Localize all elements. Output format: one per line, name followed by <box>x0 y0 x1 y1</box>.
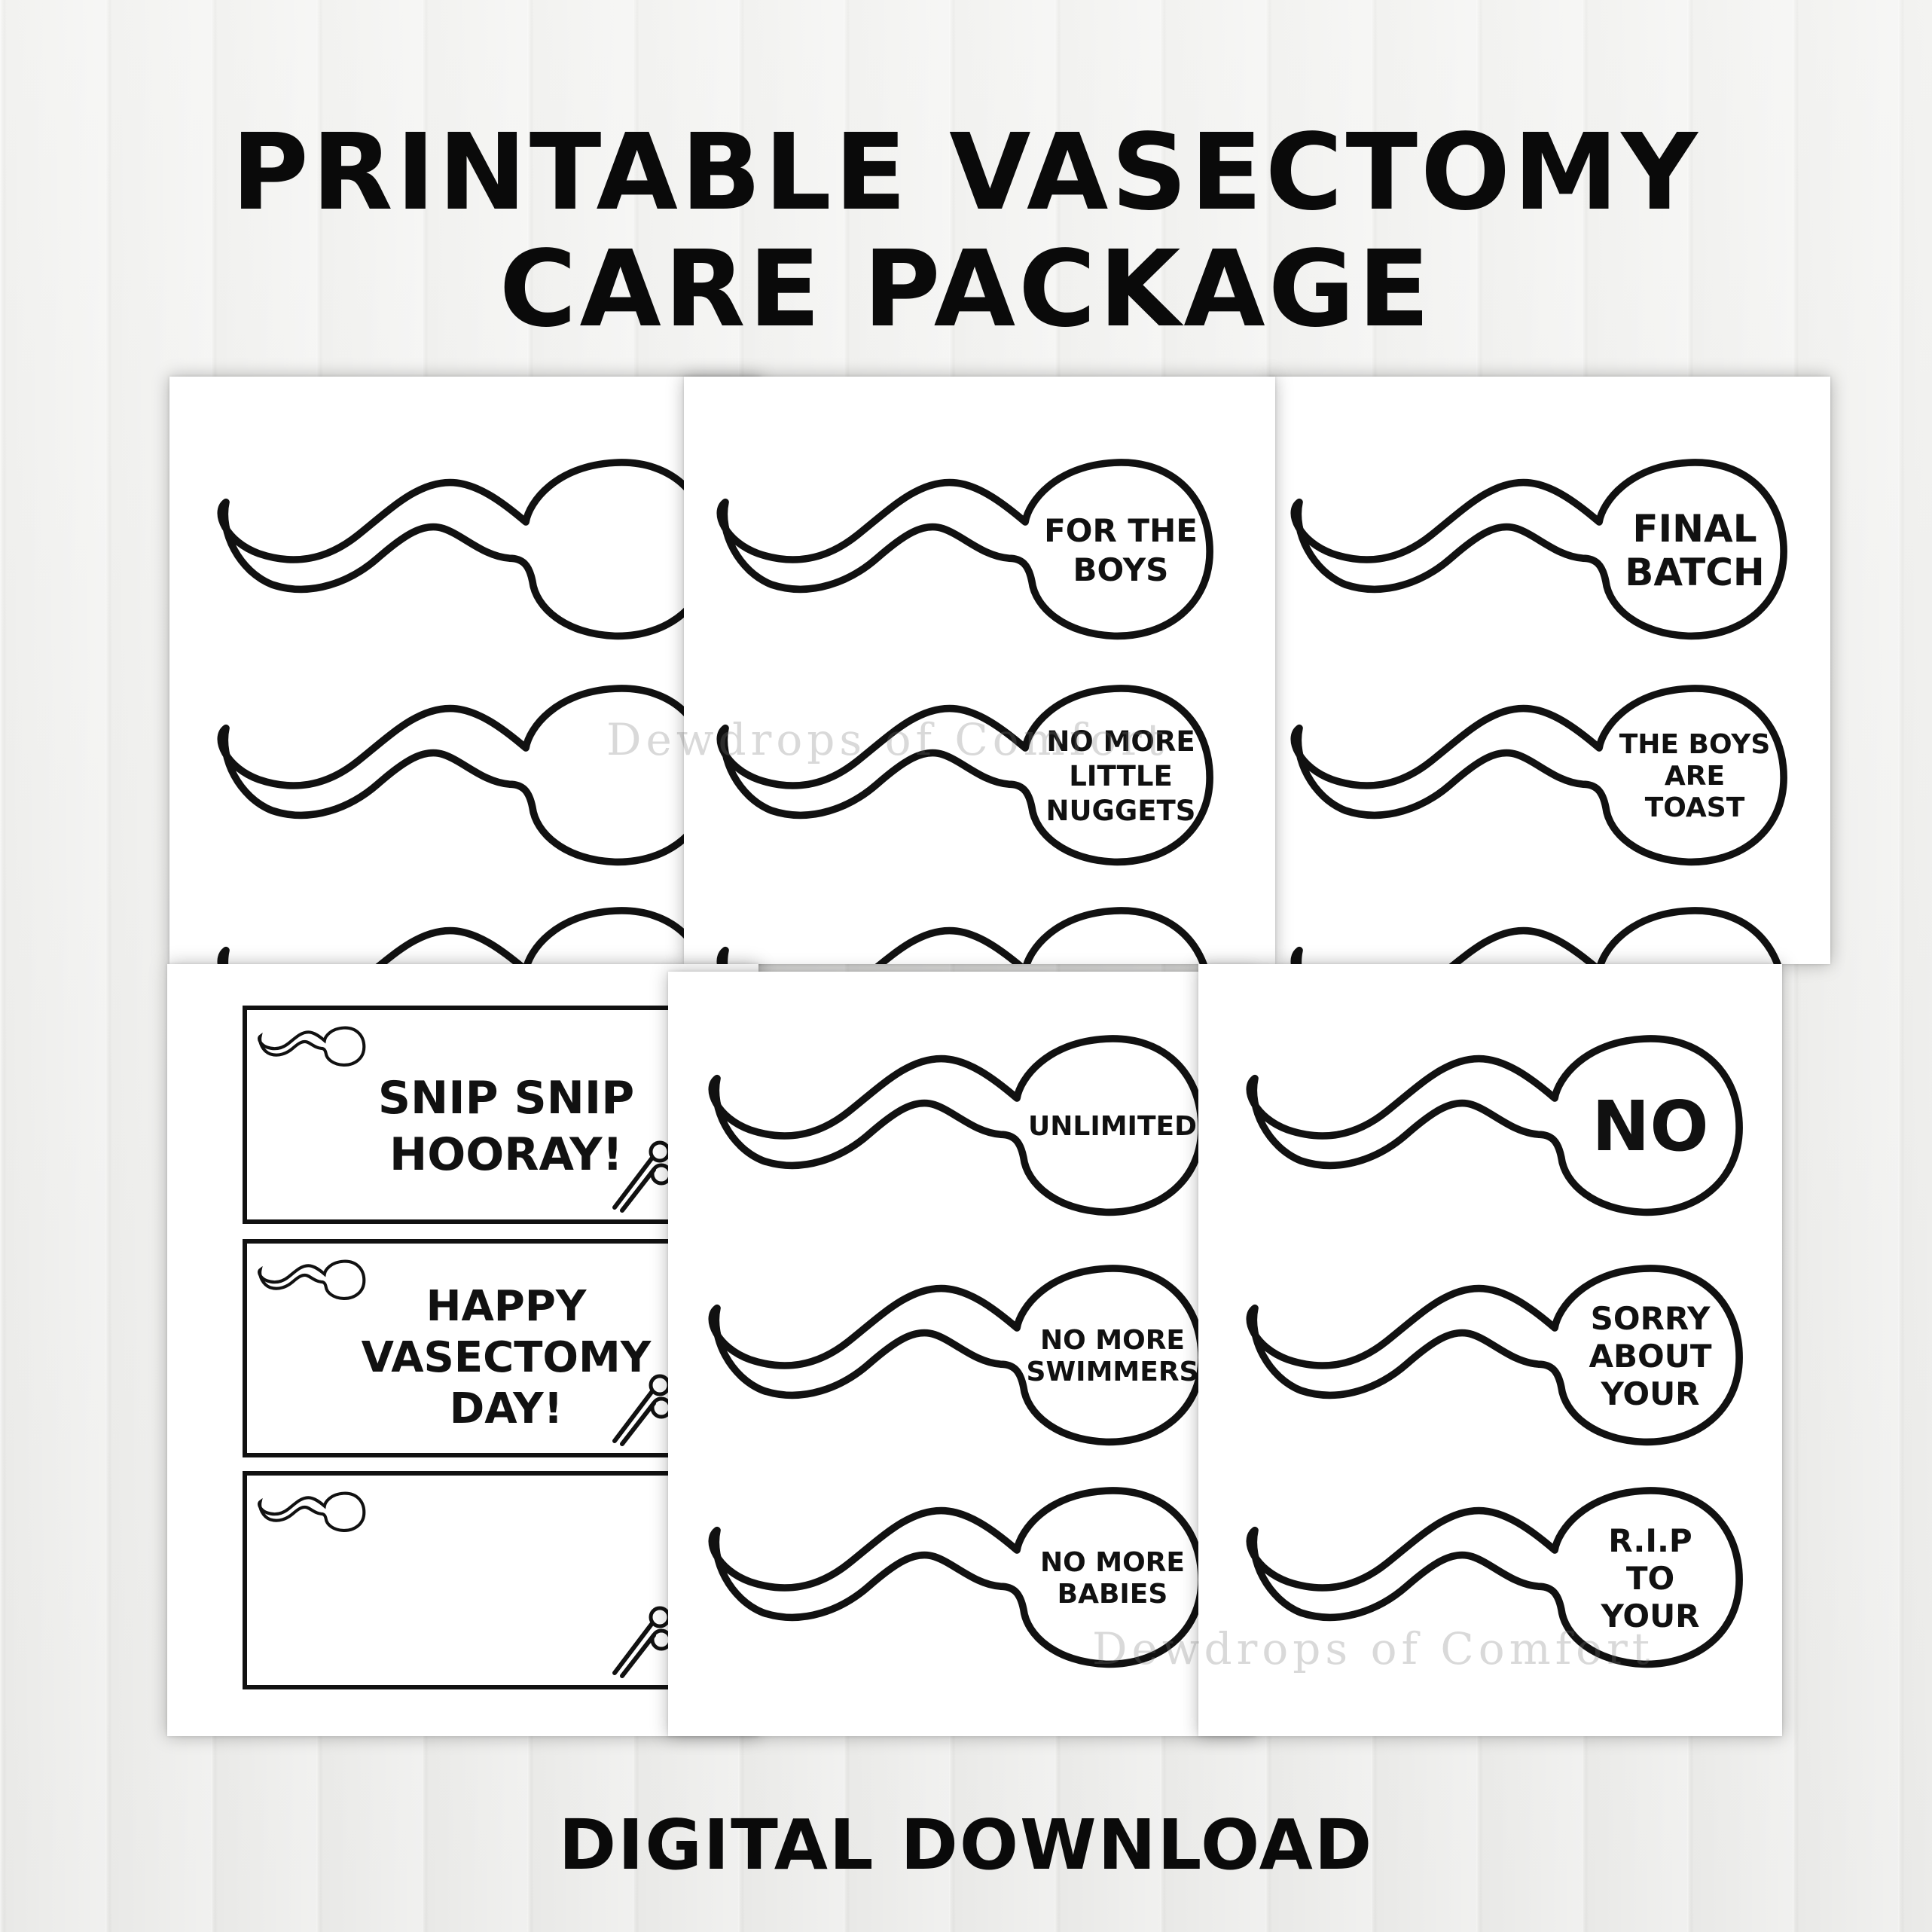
sperm-outline-icon <box>217 907 708 964</box>
sperm-label: NO MORE SWIMMERS <box>1026 1324 1199 1387</box>
sperm-cutout <box>200 896 727 964</box>
watermark: Dewdrops of Comfort <box>606 714 1169 765</box>
sperm-label: NO MORE LITTLE NUGGETS <box>1045 725 1196 827</box>
sperm-outline-icon <box>716 685 1213 866</box>
sheet-bottom-middle: UNLIMITED NO MORE SWIMMERS NO MORE BABIES <box>668 972 1256 1736</box>
scissors-icon <box>609 1372 676 1450</box>
sperm-outline-icon <box>217 459 714 640</box>
sperm-outline-icon <box>708 1035 1205 1216</box>
sperm-label: FINAL BATCH <box>1625 506 1765 594</box>
sperm-cutout: NO MORE BABIES <box>691 1476 1218 1677</box>
sperm-cutout: R.I.P TO YOUR <box>1228 1476 1756 1677</box>
sheet-top-left <box>169 377 761 964</box>
gift-tag-text: SNIP SNIP HOORAY! <box>377 1072 635 1181</box>
sperm-cutout: NO MORE <box>699 896 1226 964</box>
sperm-cutout <box>200 448 727 649</box>
title-line-1: PRINTABLE VASECTOMY <box>231 111 1701 234</box>
sheet-top-middle: FOR THE BOYS NO MORE LITTLE NUGGETS NO MOR… <box>684 377 1275 964</box>
mini-sperm-icon <box>255 1257 368 1305</box>
sperm-cutout: SORRY ABOUT YOUR <box>1228 1254 1756 1454</box>
sperm-cutout: UNLIMITED <box>691 1024 1218 1225</box>
sperm-label: NO MORE BABIES <box>1039 1546 1185 1610</box>
watermark: Dewdrops of Comfort <box>1092 1623 1655 1674</box>
sperm-outline-icon <box>1246 1035 1743 1216</box>
sperm-label: NO MORE <box>1042 923 1200 964</box>
sperm-cutout: FOR THE BOYS <box>699 448 1226 649</box>
scissors-icon <box>609 1604 676 1682</box>
mini-sperm-icon <box>255 1024 368 1072</box>
sperm-cutout: FINAL BATCH <box>1273 448 1800 649</box>
sperm-cutout: NO <box>1228 1024 1756 1225</box>
title-line-2: CARE PACKAGE <box>499 228 1433 351</box>
sperm-outline-icon <box>708 1487 1205 1668</box>
sperm-cutout: NO MORE SWIMMERS <box>691 1254 1218 1454</box>
sperm-outline-icon <box>1290 685 1787 866</box>
sperm-label: FOR THE BOYS <box>1044 511 1198 588</box>
sperm-label: THE BOYS ARE TOAST <box>1619 728 1771 823</box>
sperm-outline-icon <box>1290 907 1781 964</box>
sperm-label: SORRY ABOUT YOUR <box>1589 1299 1712 1412</box>
sperm-label: NO <box>1592 1085 1709 1167</box>
mini-sperm-icon <box>255 1489 368 1537</box>
sperm-label: UNLIMITED <box>1028 1110 1197 1142</box>
sperm-outline-icon <box>1290 459 1787 640</box>
scissors-icon <box>609 1138 676 1216</box>
sperm-outline-icon <box>1246 1265 1743 1446</box>
gift-tag-text: HAPPY VASECTOMY DAY! <box>361 1282 652 1433</box>
sperm-outline-icon <box>716 459 1213 640</box>
sperm-outline-icon <box>1246 1487 1743 1668</box>
sperm-cutout: THE BOYS ARE TOAST <box>1273 674 1800 874</box>
sperm-label: R.I.P TO YOUR <box>1601 1521 1700 1634</box>
sperm-cutout <box>200 674 727 874</box>
sperm-cutout: NO MORE LITTLE NUGGETS <box>699 674 1226 874</box>
sheet-top-right: FINAL BATCH THE BOYS ARE TOAST <box>1269 377 1830 964</box>
sperm-outline-icon <box>708 1265 1205 1446</box>
sperm-outline-icon <box>716 907 1207 964</box>
sperm-cutout <box>1273 896 1800 964</box>
footer-text: DIGITAL DOWNLOAD <box>558 1805 1374 1885</box>
sperm-outline-icon <box>217 685 714 866</box>
sheet-bottom-right: NO SORRY ABOUT YOUR R.I.P TO YOUR <box>1198 964 1782 1736</box>
